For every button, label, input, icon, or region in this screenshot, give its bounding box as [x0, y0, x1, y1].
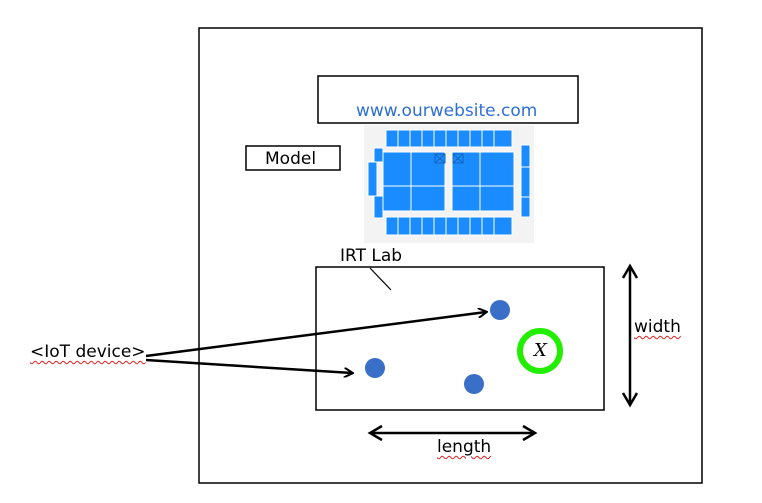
outer-frame: [198, 27, 703, 484]
width-label: width: [634, 317, 681, 337]
iot-device-label: <IoT device>: [30, 342, 146, 362]
width-dimension-arrow: [621, 263, 639, 408]
iot-device-dot: [365, 358, 385, 378]
iot-arrow-lower: [145, 358, 352, 373]
iot-device-dot: [490, 300, 510, 320]
website-url-label: www.ourwebsite.com: [356, 101, 538, 121]
lab-label: IRT Lab: [340, 246, 403, 266]
iot-arrow-upper: [145, 312, 486, 358]
target-ring: [517, 328, 563, 374]
floorplan-model-image: [364, 125, 534, 243]
website-box: [317, 75, 579, 124]
iot-device-dot: [464, 374, 484, 394]
lab-box: [315, 266, 605, 411]
target-x-label: X: [534, 340, 547, 361]
length-label: length: [437, 437, 492, 457]
length-dimension-arrow: [367, 424, 538, 442]
lab-label-leader: [369, 267, 392, 291]
model-box: [245, 145, 341, 171]
model-label: Model: [265, 149, 317, 169]
